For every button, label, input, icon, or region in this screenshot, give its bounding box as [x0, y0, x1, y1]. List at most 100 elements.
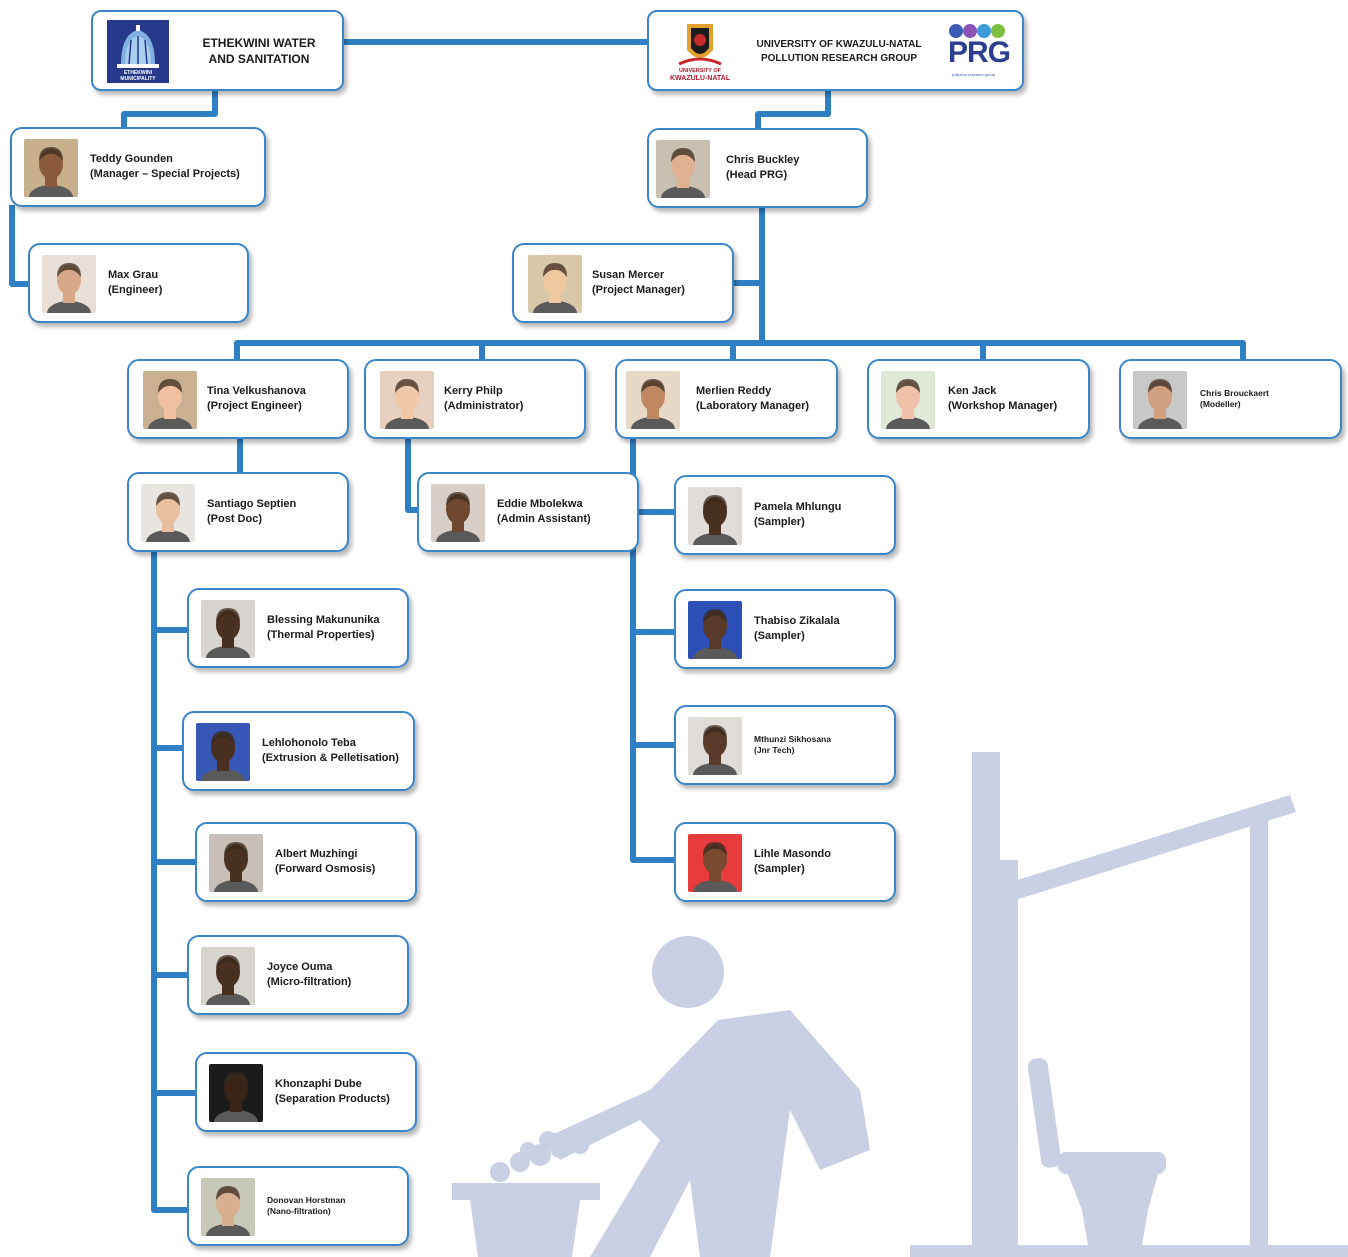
person-card-albert: Albert Muzhingi (Forward Osmosis) [195, 822, 417, 902]
person-text: Santiago Septien (Post Doc) [207, 474, 343, 550]
person-card-pamela: Pamela Mhlungu(Sampler) [674, 475, 896, 555]
person-role: (Post Doc) [207, 513, 262, 525]
person-photo [201, 600, 255, 658]
person-card-chris-brouckaert: Chris Brouckaert(Modeller) [1119, 359, 1342, 439]
person-photo [209, 834, 263, 892]
basket-shape [452, 1183, 600, 1257]
person-name: Tina Velkushanova [207, 385, 306, 397]
person-photo [656, 140, 710, 198]
ukzn-name-line1: UNIVERSITY OF KWAZULU-NATAL [756, 39, 922, 50]
person-name: Joyce Ouma [267, 961, 333, 973]
ukzn-name-line2: POLLUTION RESEARCH GROUP [760, 53, 918, 64]
person-photo [201, 1178, 255, 1236]
person-name: Lehlohonolo Teba [262, 737, 356, 749]
ethekwini-name-line2: AND SANITATION [208, 52, 310, 66]
person-name: Max Grau [108, 269, 159, 281]
person-name: Ken Jack [948, 385, 997, 397]
person-role: (Sampler) [754, 863, 805, 875]
person-role: (Engineer) [108, 284, 163, 296]
person-text: Ken Jack (Workshop Manager) [948, 361, 1084, 437]
frame-post-right [1250, 818, 1268, 1257]
ukzn-caption-line1: UNIVERSITY OF [678, 68, 722, 74]
person-card-merlien: Merlien Reddy(Laboratory Manager) [615, 359, 838, 439]
ethekwini-logo-text: ETHEKWINI MUNICIPALITY [120, 70, 156, 82]
person-name: Kerry Philp [444, 385, 503, 397]
person-role: (Admin Assistant) [497, 513, 591, 525]
person-role: (Separation Products) [275, 1093, 390, 1105]
person-name: Eddie Mbolekwa [497, 498, 583, 510]
ethekwini-name: ETHEKWINI WATER AND SANITATION [179, 35, 339, 67]
person-role: (Workshop Manager) [948, 400, 1058, 412]
person-photo [688, 487, 742, 545]
person-text: Khonzaphi Dube (Separation Products) [275, 1054, 411, 1130]
person-text: Thabiso Zikalala(Sampler) [754, 591, 890, 667]
person-photo [201, 947, 255, 1005]
person-role: (Modeller) [1200, 399, 1241, 409]
person-card-ken: Ken Jack (Workshop Manager) [867, 359, 1090, 439]
person-card-donovan: Donovan Horstman(Nano-filtration) [187, 1166, 409, 1246]
person-name: Susan Mercer [592, 269, 665, 281]
toilet-bowl [1068, 1174, 1158, 1257]
person-card-eddie: Eddie Mbolekwa (Admin Assistant) [417, 472, 639, 552]
ethekwini-name-line1: ETHEKWINI WATER [202, 36, 316, 50]
person-name: Khonzaphi Dube [275, 1078, 362, 1090]
person-card-khonzaphi: Khonzaphi Dube (Separation Products) [195, 1052, 417, 1132]
person-name: Donovan Horstman [267, 1195, 346, 1205]
worker-body-shape [545, 1010, 870, 1257]
person-name: Albert Muzhingi [275, 848, 358, 860]
person-photo [209, 1064, 263, 1122]
person-text: Lehlohonolo Teba (Extrusion & Pelletisati… [262, 713, 409, 789]
person-photo [626, 371, 680, 429]
person-role: (Project Manager) [592, 284, 685, 296]
person-photo [141, 484, 195, 542]
person-text: Susan Mercer (Project Manager) [592, 245, 728, 321]
person-card-joyce: Joyce Ouma (Micro-filtration) [187, 935, 409, 1015]
person-card-chris-buckley: Chris Buckley(Head PRG) [647, 128, 868, 208]
person-role: (Thermal Properties) [267, 629, 375, 641]
person-text: Tina Velkushanova (Project Engineer) [207, 361, 343, 437]
person-name: Teddy Gounden [90, 153, 173, 165]
person-text: Chris Brouckaert(Modeller) [1200, 361, 1336, 437]
person-photo [143, 371, 197, 429]
person-card-max: Max Grau (Engineer) [28, 243, 249, 323]
person-role: (Sampler) [754, 630, 805, 642]
prg-mark: PRG [948, 36, 1011, 69]
person-role: (Project Engineer) [207, 400, 302, 412]
person-photo [881, 371, 935, 429]
person-role: (Sampler) [754, 516, 805, 528]
person-role: (Extrusion & Pelletisation) [262, 752, 399, 764]
person-photo [688, 717, 742, 775]
person-text: Teddy Gounden (Manager – Special Projects… [90, 129, 260, 205]
person-role: (Manager – Special Projects) [90, 168, 240, 180]
person-role: (Forward Osmosis) [275, 863, 376, 875]
person-card-teddy: Teddy Gounden (Manager – Special Projects… [10, 127, 266, 207]
ukzn-caption-line2: KWAZULU-NATAL [669, 75, 730, 82]
person-card-lehlohonolo: Lehlohonolo Teba (Extrusion & Pelletisati… [182, 711, 415, 791]
person-name: Santiago Septien [207, 498, 297, 510]
person-role: (Micro-filtration) [267, 976, 352, 988]
person-role: (Nano-filtration) [267, 1206, 331, 1216]
person-card-kerry: Kerry Philp(Administrator) [364, 359, 586, 439]
person-photo [431, 484, 485, 542]
person-text: Merlien Reddy(Laboratory Manager) [696, 361, 832, 437]
person-card-blessing: Blessing Makununika(Thermal Properties) [187, 588, 409, 668]
person-name: Chris Brouckaert [1200, 388, 1269, 398]
ukzn-prg-box: UNIVERSITY OF KWAZULU-NATAL UNIVERSITY O… [647, 10, 1024, 91]
person-photo [24, 139, 78, 197]
person-text: Kerry Philp(Administrator) [444, 361, 580, 437]
person-text: Pamela Mhlungu(Sampler) [754, 477, 890, 553]
person-photo [688, 834, 742, 892]
frame-post-left [972, 752, 1000, 1257]
person-photo [196, 723, 250, 781]
person-text: Albert Muzhingi (Forward Osmosis) [275, 824, 411, 900]
person-photo [688, 601, 742, 659]
person-text: Donovan Horstman(Nano-filtration) [267, 1168, 403, 1244]
ethekwini-box: ETHEKWINI MUNICIPALITY ETHEKWINI WATER A… [91, 10, 344, 91]
toilet-seat [1058, 1152, 1166, 1174]
ukzn-logo: UNIVERSITY OF KWAZULU-NATAL [665, 20, 735, 86]
prg-logo: PRG pollution research group [944, 22, 1014, 84]
person-role: (Laboratory Manager) [696, 400, 810, 412]
person-photo [1133, 371, 1187, 429]
person-photo [528, 255, 582, 313]
